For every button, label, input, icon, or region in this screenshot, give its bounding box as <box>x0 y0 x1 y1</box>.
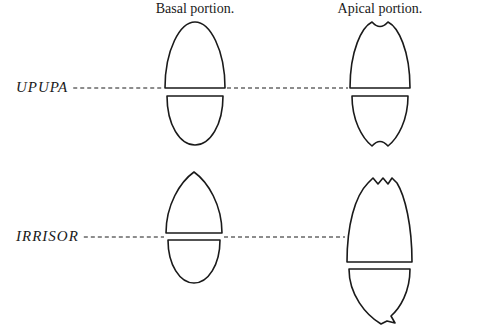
column-heading: Apical portion. <box>338 1 423 18</box>
column-heading: Basal portion. <box>156 1 235 18</box>
irrisor-basal-upper <box>166 172 222 233</box>
genus-label: UPUPA <box>16 78 68 96</box>
upupa-apical-upper <box>350 22 410 88</box>
upupa-basal-lower <box>167 96 223 145</box>
leader-line <box>224 237 345 238</box>
leader-line <box>227 88 348 89</box>
upupa-basal-upper <box>165 22 225 88</box>
leader-line <box>73 88 163 89</box>
upupa-apical-lower <box>352 96 408 146</box>
irrisor-apical-upper <box>347 178 412 262</box>
irrisor-basal-lower <box>168 240 220 283</box>
genus-label: IRRISOR <box>16 227 79 245</box>
leader-line <box>84 237 164 238</box>
irrisor-apical-lower <box>349 269 410 324</box>
